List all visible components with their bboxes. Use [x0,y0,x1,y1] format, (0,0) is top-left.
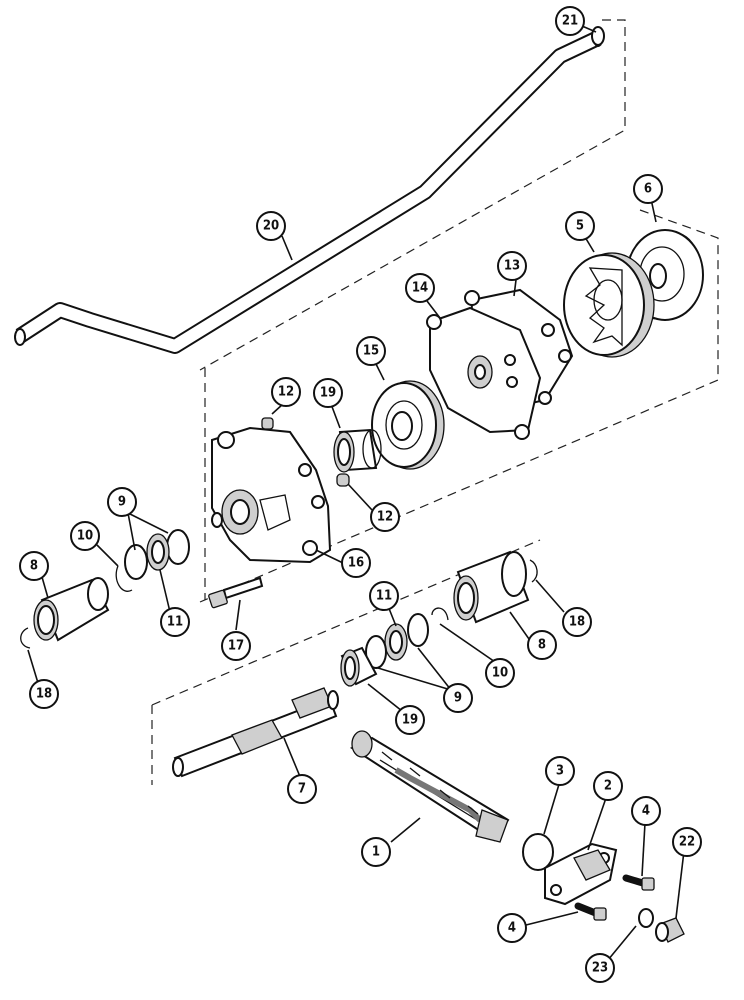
snap-ring-left [115,565,133,592]
svg-text:1: 1 [372,845,380,860]
thrust-washer-left-b [166,529,190,565]
svg-text:18: 18 [36,687,52,702]
svg-text:9: 9 [454,691,462,706]
needle-bearing-upper [333,428,382,473]
callout-3: 3 [545,756,575,786]
callout-4-upper: 4 [631,796,661,826]
svg-text:16: 16 [348,556,364,571]
splined-shaft [172,687,339,778]
sleeve-left [33,577,110,642]
svg-text:8: 8 [30,559,38,574]
svg-text:3: 3 [556,764,564,779]
bolt [208,576,264,609]
svg-text:19: 19 [402,713,418,728]
svg-text:11: 11 [376,589,392,604]
svg-text:4: 4 [642,804,650,819]
callout-5: 5 [565,211,595,241]
thrust-washer-right-a [365,635,387,669]
callout-8-left: 8 [19,551,49,581]
thrust-washer-left-a [124,544,148,580]
svg-text:23: 23 [592,961,608,976]
snap-ring-right [431,607,449,621]
callout-21: 21 [555,6,585,36]
drain-plug [655,917,685,943]
svg-text:13: 13 [504,259,520,274]
svg-text:15: 15 [363,344,379,359]
callout-11-right: 11 [369,581,399,611]
svg-text:6: 6 [644,182,652,197]
callout-18-left: 18 [29,679,59,709]
callout-23: 23 [585,953,615,983]
svg-text:11: 11 [167,615,183,630]
svg-text:19: 19 [320,386,336,401]
dowel-upper [261,417,274,430]
callout-1: 1 [361,837,391,867]
svg-text:5: 5 [576,219,584,234]
svg-text:4: 4 [508,921,516,936]
callout-9-right: 9 [443,683,473,713]
svg-text:20: 20 [263,219,279,234]
svg-text:10: 10 [77,529,93,544]
suction-filter [349,730,510,843]
sleeve-right [453,550,530,624]
needle-bearing-lower [340,646,378,687]
callout-17: 17 [221,631,251,661]
callout-6: 6 [633,174,663,204]
callout-13: 13 [497,251,527,281]
filter-o-ring [522,833,554,871]
callout-14: 14 [405,273,435,303]
callout-19-upper: 19 [313,378,343,408]
callout-16: 16 [341,548,371,578]
svg-text:22: 22 [679,835,695,850]
svg-text:12: 12 [377,510,393,525]
svg-text:8: 8 [538,638,546,653]
thrust-washer-right-b [407,613,429,647]
tube-o-ring [591,26,605,46]
svg-text:2: 2 [604,779,612,794]
svg-text:9: 9 [118,495,126,510]
pump-cover-plate [426,306,542,440]
callout-7: 7 [287,774,317,804]
callout-20: 20 [256,211,286,241]
outer-gear [563,252,655,358]
cap-screw-lower [574,902,607,921]
retaining-ring-left [20,627,31,649]
retaining-ring-right [529,559,538,583]
callout-2: 2 [593,771,623,801]
pump-body [211,426,332,564]
callout-10-right: 10 [485,658,515,688]
svg-text:21: 21 [562,14,578,29]
svg-text:18: 18 [569,615,585,630]
sealing-washer [638,908,654,928]
cap-screw-upper [622,874,655,891]
inner-gear [371,380,445,470]
svg-text:12: 12 [278,385,294,400]
callout-11-left: 11 [160,607,190,637]
callout-8-right: 8 [527,630,557,660]
callout-19-lower: 19 [395,705,425,735]
callout-15: 15 [356,336,386,366]
callout-9-left: 9 [107,487,137,517]
callout-12-upper: 12 [271,377,301,407]
callout-12-lower: 12 [370,502,400,532]
leader-lines [27,25,685,961]
callout-10-left: 10 [70,521,100,551]
callout-18-right: 18 [562,607,592,637]
svg-text:17: 17 [228,639,244,654]
filter-cover [544,842,618,906]
svg-text:14: 14 [412,281,428,296]
dowel-lower [336,473,350,487]
svg-text:10: 10 [492,666,508,681]
callout-22: 22 [672,827,702,857]
callout-4-lower: 4 [497,913,527,943]
svg-text:7: 7 [298,782,306,797]
